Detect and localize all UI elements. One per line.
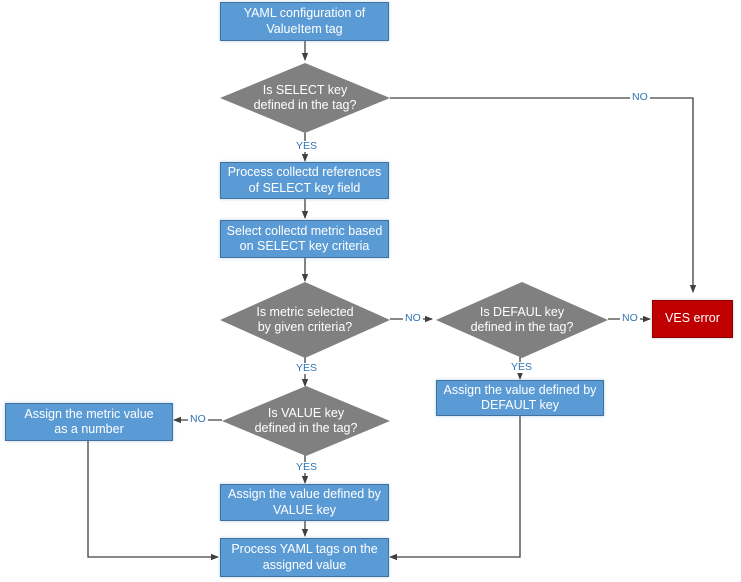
edge-label-metric-no: NO — [403, 312, 423, 324]
node-assign-value-key[interactable]: Assign the value defined by VALUE key — [220, 484, 389, 521]
node-process-yaml-tags[interactable]: Process YAML tags on the assigned value — [220, 538, 389, 577]
edge-label-select-yes: YES — [294, 140, 320, 152]
node-is-value-key-label: Is VALUE key defined in the tag? — [254, 405, 358, 436]
edge-label-defaul-yes: YES — [509, 361, 535, 373]
node-assign-value-key-label: Assign the value defined by VALUE key — [228, 487, 381, 517]
node-assign-default-value[interactable]: Assign the value defined by DEFAULT key — [436, 380, 604, 416]
node-is-select-key[interactable]: Is SELECT key defined in the tag? — [220, 63, 390, 133]
edge-is-select-no-to-ves-error — [390, 97, 697, 293]
node-is-value-key[interactable]: Is VALUE key defined in the tag? — [222, 386, 390, 456]
node-is-select-key-label: Is SELECT key defined in the tag? — [253, 82, 357, 113]
node-is-defaul-key-label: Is DEFAUL key defined in the tag? — [470, 304, 574, 335]
edge-assign-number-to-process-yaml — [87, 441, 219, 561]
node-process-collectd-references[interactable]: Process collectd references of SELECT ke… — [220, 162, 389, 199]
edge-assign-default-to-process-yaml — [389, 416, 521, 561]
edge-label-value-yes: YES — [294, 461, 320, 473]
node-assign-metric-as-number[interactable]: Assign the metric value as a number — [5, 403, 173, 441]
node-process-collectd-references-label: Process collectd references of SELECT ke… — [227, 165, 382, 195]
node-start-label: YAML configuration of ValueItem tag — [243, 6, 366, 36]
node-assign-default-value-label: Assign the value defined by DEFAULT key — [443, 382, 597, 413]
node-assign-metric-as-number-label: Assign the metric value as a number — [24, 406, 154, 437]
node-ves-error-label: VES error — [665, 311, 720, 326]
node-is-defaul-key[interactable]: Is DEFAUL key defined in the tag? — [436, 282, 608, 358]
edge-label-value-no: NO — [188, 413, 208, 425]
edge-label-select-no: NO — [630, 91, 650, 103]
edge-label-defaul-no: NO — [620, 312, 640, 324]
node-start[interactable]: YAML configuration of ValueItem tag — [220, 2, 389, 41]
edge-label-metric-yes: YES — [294, 362, 320, 374]
node-select-collectd-metric-label: Select collectd metric based on SELECT k… — [226, 223, 383, 254]
node-is-metric-selected-label: Is metric selected by given criteria? — [256, 304, 354, 335]
node-ves-error[interactable]: VES error — [652, 300, 733, 338]
node-is-metric-selected[interactable]: Is metric selected by given criteria? — [220, 282, 390, 358]
node-process-yaml-tags-label: Process YAML tags on the assigned value — [231, 542, 378, 572]
node-select-collectd-metric[interactable]: Select collectd metric based on SELECT k… — [220, 220, 389, 258]
